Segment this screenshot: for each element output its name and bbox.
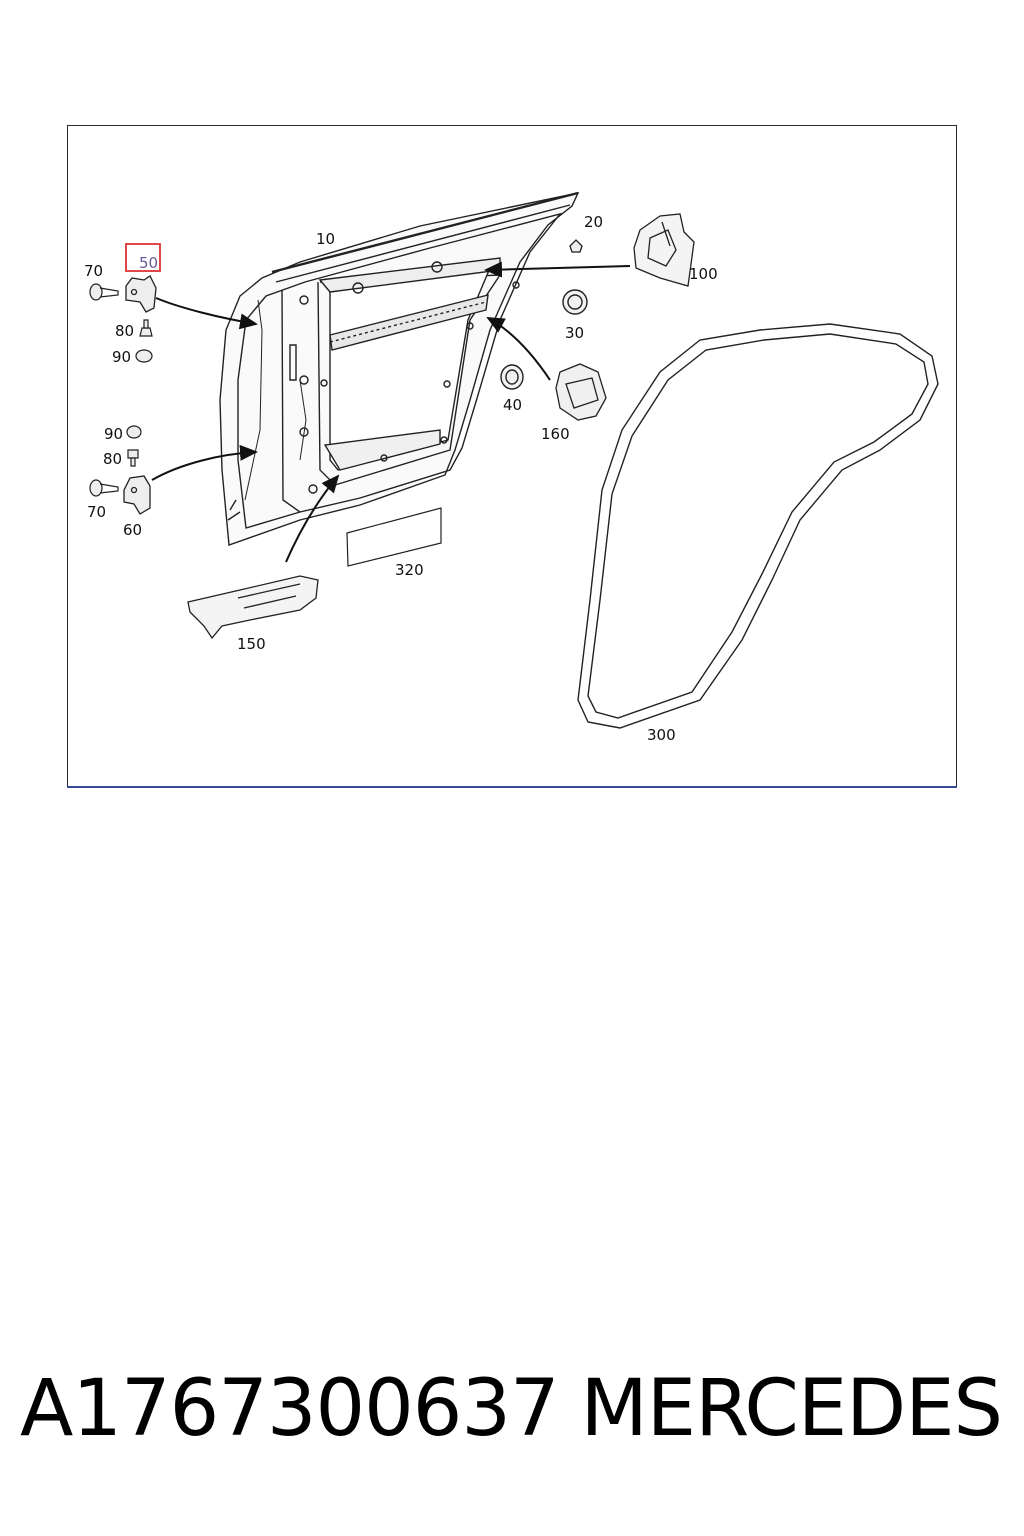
part-90-nuts [126,349,153,439]
part-30-plug [562,289,588,315]
callout-10[interactable]: 10 [316,230,336,248]
parts-diagram [89,191,939,729]
highlight-box [125,243,161,272]
callout-30[interactable]: 30 [565,324,585,342]
callout-40[interactable]: 40 [503,396,523,414]
callout-320[interactable]: 320 [395,561,424,579]
callout-90-lower[interactable]: 90 [104,425,124,443]
part-150-handle-bracket [187,575,319,640]
part-80-bolts [127,319,153,467]
part-50-upper-hinge [125,275,157,313]
part-320-label-plate [346,507,442,567]
part-number: A1767300637 [20,1364,560,1454]
part-40-plug [500,364,524,390]
brand-name: MERCEDES [580,1364,1003,1454]
callout-70-upper[interactable]: 70 [84,262,104,280]
callout-100[interactable]: 100 [689,265,718,283]
part-100-lock-bracket [633,213,695,287]
callout-300[interactable]: 300 [647,726,676,744]
callout-20[interactable]: 20 [584,213,604,231]
part-20-grommet [569,239,583,253]
callout-160[interactable]: 160 [541,425,570,443]
callout-150[interactable]: 150 [237,635,266,653]
footer: A1767300637 MERCEDES [0,1370,1024,1470]
callout-50[interactable]: 50 [139,254,159,272]
diagram-frame [67,125,957,788]
leader-arrows [151,261,631,563]
part-70-screws [89,283,119,497]
part-60-lower-hinge [123,475,151,515]
callout-80-upper[interactable]: 80 [115,322,135,340]
part-300-door-seal [577,323,939,729]
callout-60[interactable]: 60 [123,521,143,539]
door-shell [219,191,580,546]
callout-70-lower[interactable]: 70 [87,503,107,521]
callout-90-upper[interactable]: 90 [112,348,132,366]
part-160-bumper [555,363,607,421]
callout-80-lower[interactable]: 80 [103,450,123,468]
